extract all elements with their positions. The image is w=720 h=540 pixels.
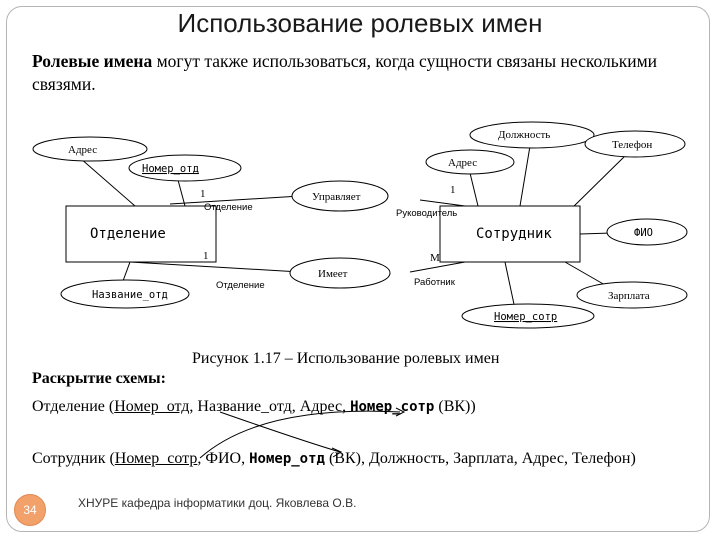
attr-emp-fio-oval xyxy=(606,218,688,246)
attr-emp-fio: ФИО xyxy=(634,227,653,239)
fk-arrow-1-head xyxy=(395,407,406,417)
line-emp-number xyxy=(504,261,516,310)
attr-emp-position: Должность xyxy=(498,129,550,141)
role-manages-dept: Отделение xyxy=(204,202,253,213)
card-manages-dept: 1 xyxy=(200,188,206,200)
footer-text: ХНУРЕ кафедра інформатики доц. Яковлева … xyxy=(78,496,357,510)
role-has-emp: Работник xyxy=(414,277,456,288)
line-dept-address xyxy=(79,157,136,207)
line-emp-address xyxy=(469,172,479,207)
card-has-emp: М xyxy=(430,252,440,264)
attr-dept-number-oval xyxy=(128,154,242,182)
attr-emp-number-oval xyxy=(461,303,595,329)
attr-emp-phone-oval xyxy=(584,130,686,158)
page-number-badge: 34 xyxy=(14,494,46,526)
schema-dept-prefix: Отделение ( xyxy=(32,398,115,415)
schema-dept-fk: Номер_сотр xyxy=(350,399,435,415)
attr-emp-phone: Телефон xyxy=(612,139,652,151)
figure-caption: Рисунок 1.17 – Использование ролевых име… xyxy=(192,350,500,367)
line-has-emp xyxy=(409,261,466,273)
rel-has-oval xyxy=(289,257,391,289)
entity-employee-box xyxy=(439,205,581,263)
attr-emp-address-oval xyxy=(425,149,515,175)
line-dept-number xyxy=(177,179,186,207)
attr-emp-salary: Зарплата xyxy=(608,290,650,302)
card-manages-emp: 1 xyxy=(450,184,456,196)
schema-dept-mid: , Название_отд, Адрес, xyxy=(189,398,351,415)
slide-title: Использование ролевых имен xyxy=(177,8,543,38)
attr-emp-number: Номер_сотр xyxy=(494,311,557,323)
line-emp-phone xyxy=(567,152,629,213)
attr-emp-salary-oval xyxy=(576,281,688,309)
rel-manages-oval xyxy=(291,180,389,212)
schema-emp-suffix: (ВК), Должность, Зарплата, Адрес, Телефо… xyxy=(324,450,636,467)
attr-dept-address: Адрес xyxy=(68,144,97,156)
line-dept-has xyxy=(129,261,301,273)
intro-bold: Ролевые имена xyxy=(32,51,153,71)
schema-emp-fk: Номер_отд xyxy=(249,451,325,467)
role-has-dept: Отделение xyxy=(216,280,265,291)
rel-manages: Управляет xyxy=(312,191,361,203)
entity-employee: Сотрудник xyxy=(476,226,552,242)
intro-text: Ролевые имена могут также использоваться… xyxy=(32,50,692,96)
fk-arrow-2 xyxy=(219,411,341,453)
schema-emp-key: Номер_сотр xyxy=(114,450,198,467)
schema-employee: Сотрудник (Номер_сотр, ФИО, Номер_отд (В… xyxy=(32,450,636,468)
attr-dept-name-oval xyxy=(60,279,190,309)
schema-dept-key: Номер_отд xyxy=(114,398,190,415)
schema-dept-suffix: (ВК)) xyxy=(434,398,476,415)
schema-emp-prefix: Сотрудник ( xyxy=(32,450,115,467)
slide-frame xyxy=(6,6,710,532)
line-dept-manages xyxy=(169,195,301,205)
attr-dept-number: Номер_отд xyxy=(142,163,199,175)
attr-dept-name: Название_отд xyxy=(92,289,168,301)
fk-arrow-1 xyxy=(199,410,401,459)
line-manages-emp xyxy=(419,199,466,207)
expansion-title: Раскрытие схемы: xyxy=(32,370,166,387)
attr-dept-address-oval xyxy=(32,136,148,162)
entity-department-box xyxy=(65,205,217,263)
rel-has: Имеет xyxy=(318,268,348,280)
card-has-dept: 1 xyxy=(203,250,209,262)
attr-emp-address: Адрес xyxy=(448,157,477,169)
schema-department: Отделение (Номер_отд, Название_отд, Адре… xyxy=(32,398,476,416)
attr-emp-position-oval xyxy=(469,121,595,149)
fk-arrow-2-head xyxy=(331,447,343,458)
entity-department: Отделение xyxy=(90,226,166,242)
role-manages-emp: Руководитель xyxy=(396,208,457,219)
intro-rest: могут также использоваться, когда сущнос… xyxy=(32,51,658,94)
schema-emp-mid: , ФИО, xyxy=(197,450,250,467)
line-emp-position xyxy=(519,145,531,207)
